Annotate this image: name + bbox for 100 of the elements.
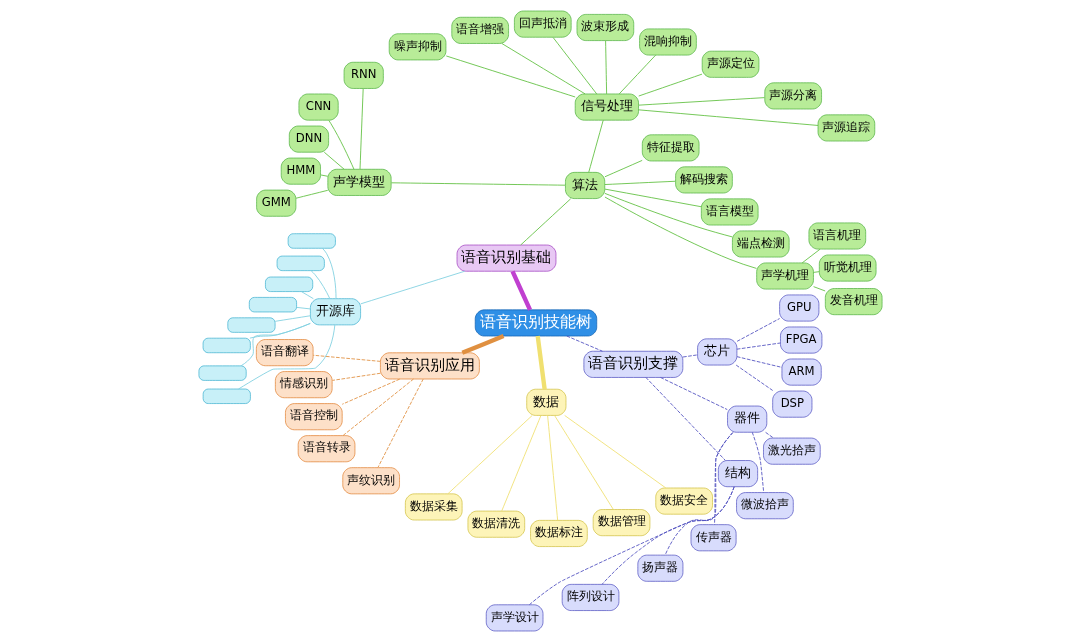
connector <box>618 54 656 95</box>
connector <box>812 286 826 292</box>
connector <box>359 88 364 170</box>
node-box: 声源追踪 <box>817 114 875 142</box>
node-box: 发音机理 <box>824 288 882 316</box>
connector <box>510 270 532 311</box>
node-box: 数据 <box>525 388 566 416</box>
node-box: 语音识别技能树 <box>474 309 597 337</box>
connector <box>603 192 733 238</box>
node-box <box>226 317 275 333</box>
node-box: 算法 <box>564 172 605 199</box>
node-box: FPGA <box>779 326 822 354</box>
connector <box>587 119 604 173</box>
node-box: 声源分离 <box>763 82 822 110</box>
node-box <box>264 276 313 292</box>
node-box: 语音识别基础 <box>456 244 556 272</box>
node-box: DSP <box>771 390 812 418</box>
node-box: 混响抑制 <box>638 28 697 56</box>
node-box: DNN <box>288 125 329 153</box>
connector <box>460 334 504 355</box>
connector <box>604 159 643 178</box>
connector <box>535 335 547 390</box>
node-box: GMM <box>255 189 296 217</box>
node-box: 声源定位 <box>701 50 759 78</box>
node-box: 特征提取 <box>641 134 699 162</box>
node-box: CNN <box>298 93 339 121</box>
connector <box>645 377 726 461</box>
connector <box>812 271 820 273</box>
connector <box>736 318 780 342</box>
connector <box>736 342 781 350</box>
connector <box>321 248 336 299</box>
node-box: 听觉机理 <box>818 254 876 282</box>
node-box: 数据管理 <box>592 509 650 537</box>
connector <box>637 97 765 106</box>
connector <box>603 188 702 208</box>
node-box: 语言机理 <box>808 222 866 250</box>
connector <box>519 198 571 246</box>
connector <box>553 415 614 510</box>
node-box <box>276 255 325 271</box>
connector <box>664 432 733 556</box>
node-box: 语音转录 <box>297 435 355 463</box>
node-box <box>287 233 336 249</box>
node-box: 信号处理 <box>574 93 639 121</box>
node-box: 语音增强 <box>450 16 509 44</box>
connector <box>237 324 335 390</box>
node-box: GPU <box>778 294 819 322</box>
connector <box>659 377 728 410</box>
node-box: 数据采集 <box>404 493 462 521</box>
connector <box>637 73 702 97</box>
connector <box>736 356 782 368</box>
node-box <box>202 388 251 404</box>
connector <box>323 151 344 170</box>
node-box <box>198 365 247 381</box>
connector <box>295 189 328 199</box>
node-box: 数据安全 <box>654 487 713 515</box>
node-box: 开源库 <box>309 298 361 326</box>
node-box: 回声抵消 <box>513 10 572 38</box>
connector <box>681 354 698 358</box>
connector <box>310 270 330 300</box>
node-box: 芯片 <box>696 338 737 366</box>
node-box: 声学模型 <box>326 168 391 196</box>
connector <box>563 415 666 489</box>
connector <box>445 55 576 98</box>
connector <box>331 372 381 381</box>
node-box: 阵列设计 <box>561 584 619 611</box>
node-box: 器件 <box>726 405 767 433</box>
connector <box>342 378 414 436</box>
node-box: 端点检测 <box>731 230 789 258</box>
node-box: 语言模型 <box>700 198 758 226</box>
connector <box>801 248 820 264</box>
node-box <box>248 297 297 313</box>
connector <box>751 431 764 493</box>
connector <box>390 182 566 186</box>
connector <box>713 432 733 525</box>
node-box: 语音识别支撑 <box>583 350 683 378</box>
node-box: 噪声抑制 <box>388 33 446 61</box>
connector <box>327 119 354 170</box>
node-box: 声学机理 <box>755 262 814 290</box>
node-box: 解码搜索 <box>674 166 733 194</box>
node-box: 数据清洗 <box>467 510 525 538</box>
node-box: 微波拾声 <box>735 492 794 520</box>
connector <box>546 415 558 521</box>
connector <box>341 378 400 405</box>
node-box: 激光拾声 <box>762 437 821 465</box>
connector <box>500 43 585 95</box>
connector <box>446 415 533 495</box>
connector <box>377 378 424 468</box>
connector <box>552 37 597 95</box>
connector <box>500 415 541 512</box>
node-box: 扬声器 <box>636 554 683 582</box>
connector <box>300 291 314 300</box>
node-box: ARM <box>781 358 822 386</box>
node-box: 数据标注 <box>529 520 588 547</box>
connector <box>274 315 311 322</box>
connector <box>319 174 328 177</box>
node-box: 声学设计 <box>485 604 543 632</box>
connector <box>604 40 607 95</box>
node-box: 情感识别 <box>274 371 332 399</box>
connector <box>637 109 818 126</box>
connector <box>735 364 774 392</box>
